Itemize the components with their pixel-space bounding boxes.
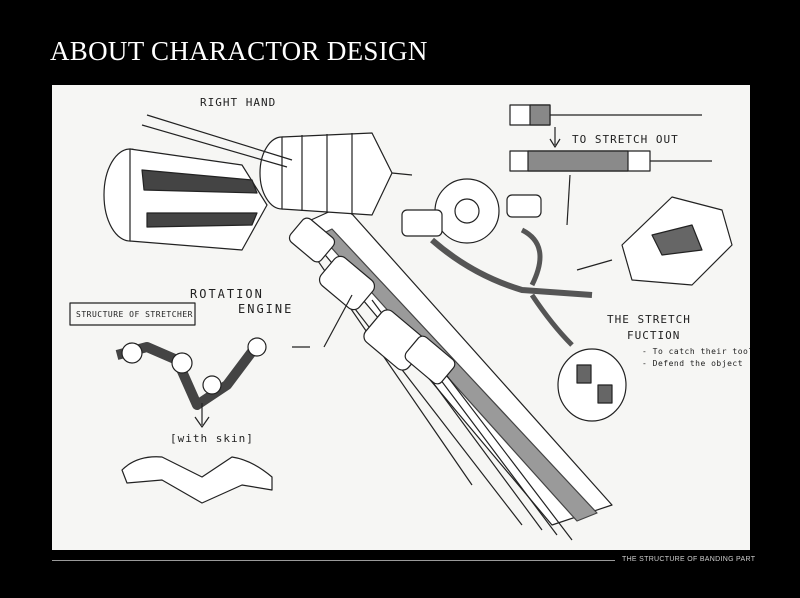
label-with-skin: [with skin]	[170, 432, 254, 445]
note-defend-object: - Defend the object	[642, 359, 744, 368]
label-structure-of-stretcher: STRUCTURE OF STRETCHER	[76, 310, 193, 319]
page-title: ABOUT CHARACTOR DESIGN	[50, 36, 428, 66]
label-to-stretch-out: TO STRETCH OUT	[572, 133, 679, 146]
note-catch-tools: - To catch their tools	[642, 347, 750, 356]
label-engine: ENGINE	[238, 302, 294, 316]
right-hand-drums	[103, 114, 413, 251]
callout-lines	[292, 174, 613, 348]
footer-divider	[52, 560, 615, 561]
concept-sketch: RIGHT HAND TO STRETCH OUT ROTATION ENGIN…	[52, 85, 750, 550]
robotic-arm	[401, 178, 733, 422]
sketch-drawing	[69, 104, 733, 541]
shaft-joints	[288, 217, 456, 385]
stretch-diagram	[509, 104, 712, 172]
label-stretch-fuction-2: FUCTION	[627, 329, 681, 342]
stretcher-structure	[69, 302, 273, 504]
label-stretch-fuction-1: THE STRETCH	[607, 313, 691, 326]
label-right-hand: RIGHT HAND	[200, 96, 277, 109]
label-rotation: ROTATION	[190, 287, 264, 301]
footer-caption: THE STRUCTURE OF BANDING PART	[622, 556, 756, 563]
